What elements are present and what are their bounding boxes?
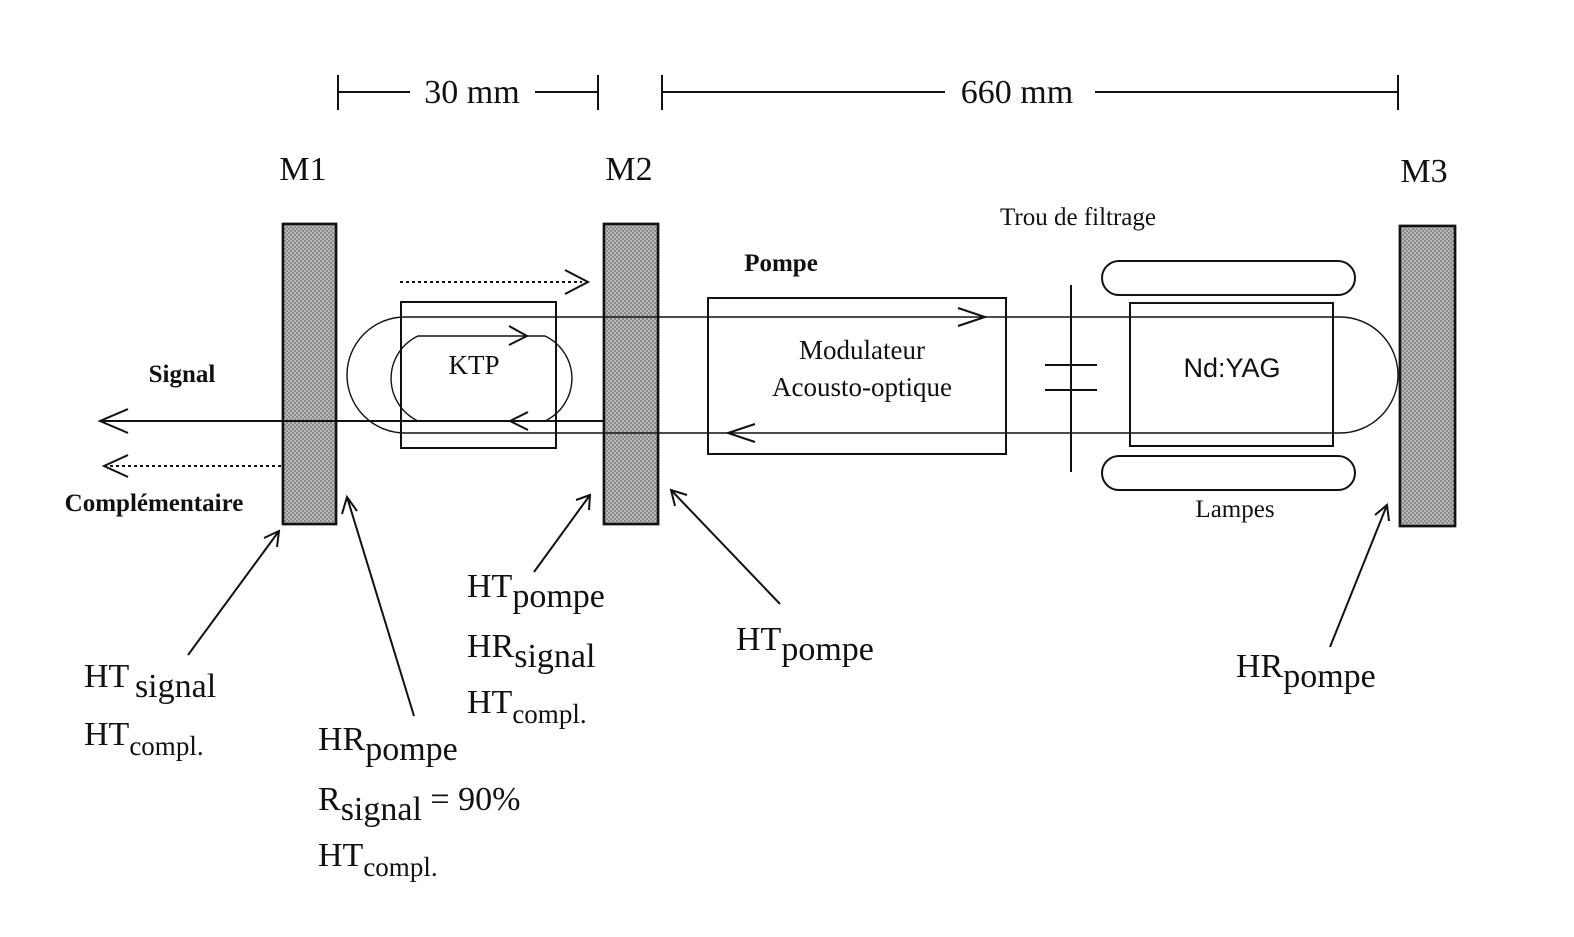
m1-right-annotation-line3: HTcompl. [318, 837, 438, 882]
filter-hole-label: Trou de filtrage [1000, 204, 1156, 231]
m2-left-annotation-line2: HRsignal [467, 628, 595, 675]
dimension-660mm: 660 mm [661, 74, 1399, 111]
pump-input-arrow [400, 269, 591, 295]
pointer-m1-right [341, 494, 415, 717]
m1-right-annotation-line1: HRpompe [318, 721, 458, 768]
flash-lamp-top [1101, 260, 1356, 296]
idler-label: Complémentaire [65, 490, 244, 517]
ktp-label: KTP [448, 350, 499, 380]
pump-beam-loop [346, 316, 1399, 434]
pointer-m2-right [669, 488, 781, 605]
modulator-label-line2: Acousto-optique [772, 372, 952, 402]
pump-label: Pompe [744, 250, 818, 277]
modulator-arrow-left [724, 423, 756, 443]
pointer-m1-left [187, 529, 281, 656]
flash-lamp-bottom [1101, 455, 1356, 491]
signal-output-arrow [97, 408, 604, 434]
dimension-30mm-label: 30 mm [424, 74, 519, 111]
nd-yag-rod [1129, 302, 1334, 447]
pointer-m3 [1329, 503, 1390, 648]
lamps-label: Lampes [1195, 496, 1274, 523]
mirror-m1-label: M1 [279, 151, 326, 188]
m2-right-annotation-line1: HTpompe [736, 621, 874, 668]
modulator-arrow-right [957, 307, 989, 327]
m1-right-annotation-line2: Rsignal = 90% [318, 781, 520, 828]
signal-label: Signal [149, 361, 216, 388]
m2-left-annotation-line1: HTpompe [467, 568, 605, 615]
filter-hole-aperture [1045, 285, 1097, 472]
ktp-arrow-right [508, 325, 530, 346]
dimension-660mm-label: 660 mm [961, 74, 1073, 111]
dimension-30mm: 30 mm [337, 74, 599, 111]
acousto-optic-modulator [707, 297, 1007, 455]
ktp-crystal [400, 301, 557, 449]
pointer-m2-left [533, 493, 592, 573]
nd-yag-label: Nd:YAG [1183, 353, 1280, 383]
m3-annotation-line1: HRpompe [1236, 648, 1376, 695]
mirror-m2-label: M2 [605, 151, 652, 188]
mirror-m3-label: M3 [1400, 153, 1447, 190]
m1-left-annotation-line2: HTcompl. [84, 716, 204, 761]
idler-output-arrow [101, 454, 283, 478]
m2-left-annotation-line3: HTcompl. [467, 684, 587, 729]
modulator-label-line1: Modulateur [799, 335, 925, 365]
